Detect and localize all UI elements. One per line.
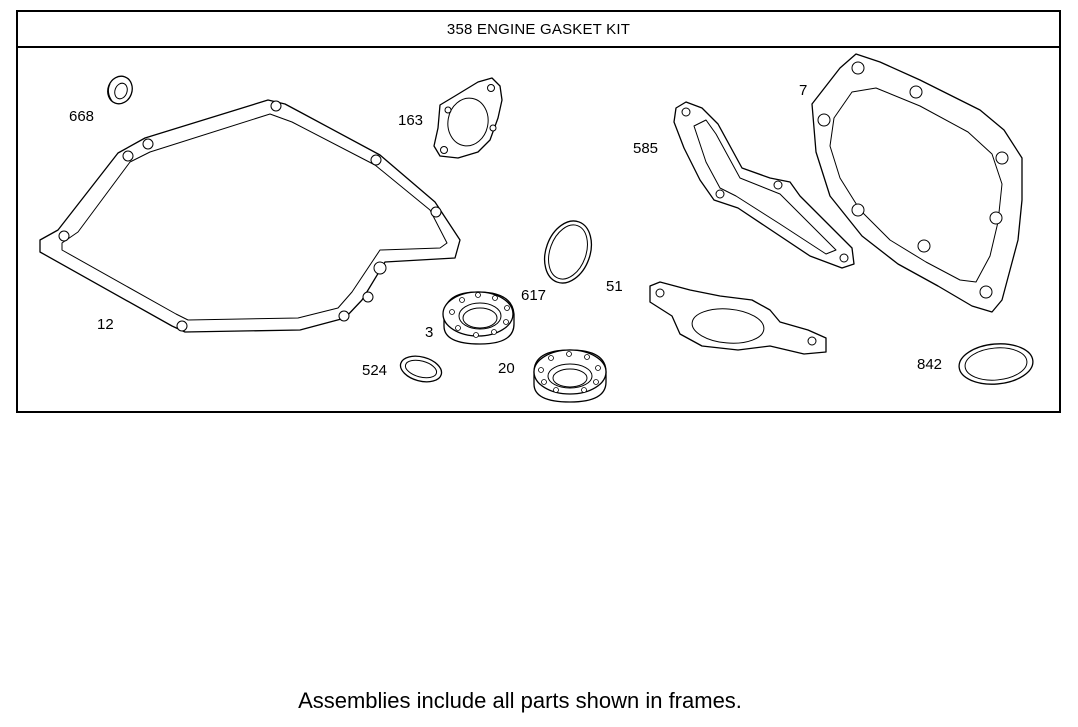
- part-label-163[interactable]: 163: [398, 112, 423, 129]
- part-label-20[interactable]: 20: [498, 360, 515, 377]
- part-163-flange-gasket-icon[interactable]: [433, 77, 503, 159]
- part-label-12[interactable]: 12: [97, 316, 114, 333]
- part-label-617[interactable]: 617: [521, 287, 546, 304]
- part-label-51[interactable]: 51: [606, 278, 623, 295]
- part-20-oil-seal-icon[interactable]: [533, 349, 607, 403]
- part-842-o-ring-icon[interactable]: [957, 341, 1034, 387]
- part-7-head-gasket-icon[interactable]: [811, 53, 1023, 313]
- part-524-o-ring-icon[interactable]: [398, 352, 445, 386]
- kit-frame: 358 ENGINE GASKET KIT: [16, 10, 1061, 413]
- part-617-o-ring-icon[interactable]: [536, 214, 599, 289]
- part-668-seal-icon[interactable]: [104, 73, 136, 108]
- part-3-oil-seal-icon[interactable]: [442, 291, 515, 345]
- kit-frame-header: 358 ENGINE GASKET KIT: [18, 12, 1059, 48]
- assemblies-footnote: Assemblies include all parts shown in fr…: [298, 688, 742, 713]
- part-12-crankcase-gasket-icon[interactable]: [39, 99, 461, 333]
- part-51-exhaust-gasket-icon[interactable]: [649, 281, 827, 355]
- part-585-intake-gasket-icon[interactable]: [673, 101, 855, 269]
- part-label-524[interactable]: 524: [362, 362, 387, 379]
- part-label-585[interactable]: 585: [633, 140, 658, 157]
- part-label-7[interactable]: 7: [799, 82, 807, 99]
- kit-title: 358 ENGINE GASKET KIT: [446, 21, 631, 38]
- part-label-842[interactable]: 842: [917, 356, 942, 373]
- part-label-3[interactable]: 3: [425, 324, 433, 341]
- part-label-668[interactable]: 668: [69, 108, 94, 125]
